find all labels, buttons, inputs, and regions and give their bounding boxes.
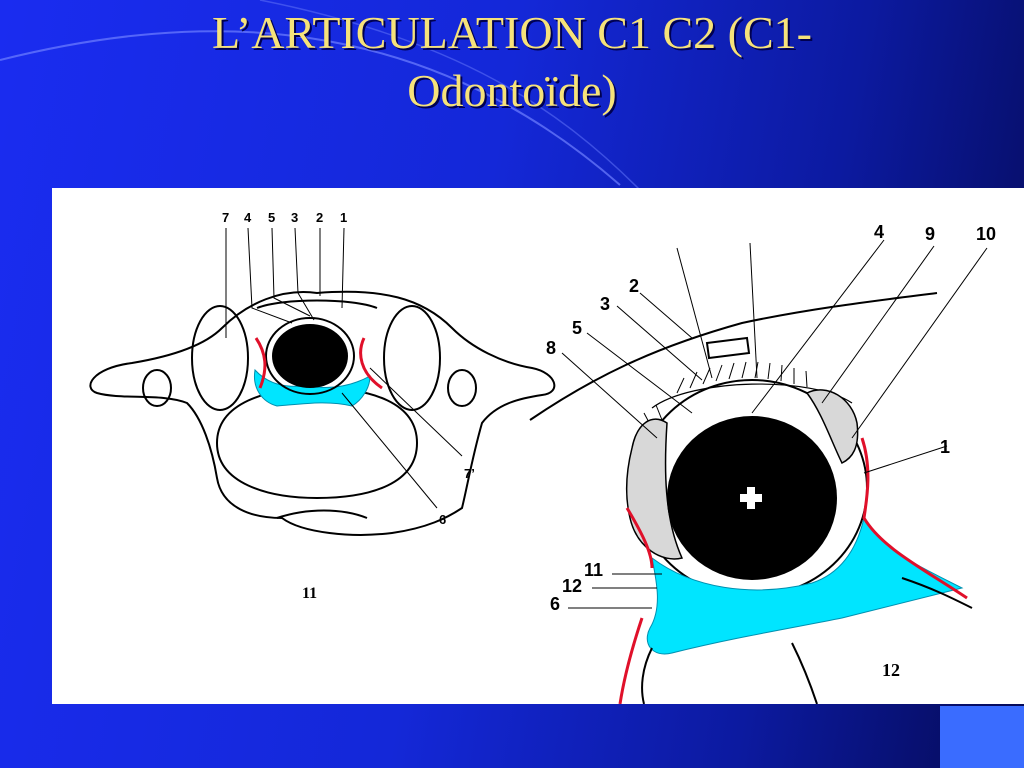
leader-lines-right: [561, 239, 988, 609]
capsule-edge-left-a: [254, 337, 267, 389]
left-label-5: 5: [268, 210, 275, 225]
bursa-right: [805, 389, 859, 465]
left-label-3: 3: [291, 210, 298, 225]
left-label-7prime: 7’: [464, 466, 475, 481]
slide-title-line-2: Odontoïde): [407, 65, 617, 116]
right-label-11: 11: [584, 560, 603, 580]
bursa-left: [625, 418, 684, 560]
lower-contours: [641, 577, 973, 704]
decorative-corner-block: [940, 706, 1024, 768]
right-label-4: 4: [874, 222, 884, 242]
left-figure-caption: 11: [302, 585, 317, 602]
left-label-7: 7: [222, 210, 229, 225]
left-label-2: 2: [316, 210, 323, 225]
right-label-12: 12: [562, 576, 582, 596]
transverse-ligament-right: [646, 516, 964, 655]
left-label-6: 6: [439, 512, 446, 527]
right-label-3: 3: [600, 294, 610, 314]
leader-lines-left: [225, 227, 463, 509]
left-label-1: 1: [340, 210, 347, 225]
slide-title-line-1: L’ARTICULATION C1 C2 (C1-: [212, 7, 812, 58]
dens-left: [272, 324, 348, 388]
anatomy-drawing: 7 4 5 3 2 1 7’ 6 11: [89, 210, 996, 704]
dens-cross-v: [747, 487, 755, 509]
right-label-2: 2: [629, 276, 639, 296]
capsule-edges-right: [618, 437, 968, 704]
right-label-8: 8: [546, 338, 556, 358]
anatomy-figure-panel: 7 4 5 3 2 1 7’ 6 11: [52, 188, 1024, 704]
right-label-5: 5: [572, 318, 582, 338]
left-label-4: 4: [244, 210, 252, 225]
right-label-9: 9: [925, 224, 935, 244]
right-label-6: 6: [550, 594, 560, 614]
right-figure-caption: 12: [882, 660, 900, 680]
right-label-1: 1: [940, 437, 950, 457]
slide-title: L’ARTICULATION C1 C2 (C1- Odontoïde): [0, 4, 1024, 120]
hatch-marks: [643, 361, 808, 429]
capsule-edge-left-b: [359, 337, 383, 390]
right-label-10: 10: [976, 224, 996, 244]
